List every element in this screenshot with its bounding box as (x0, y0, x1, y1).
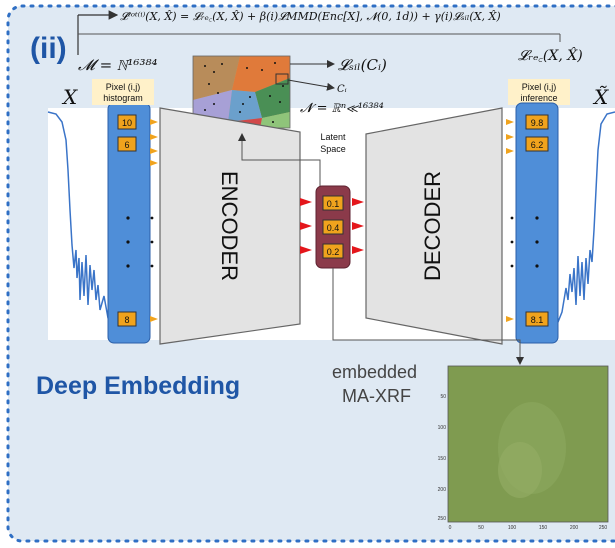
svg-text:200: 200 (570, 525, 579, 531)
manifold-label: 𝓜 = ℕ¹⁶³⁸⁴ (78, 56, 158, 74)
output-value-3: 8.1 (525, 311, 549, 327)
latent-value-2: 0.4 (322, 219, 344, 235)
svg-text:150: 150 (438, 456, 447, 462)
input-header-line2: histogram (103, 93, 143, 103)
input-value-2: 6 (117, 136, 137, 152)
embedded-axis-y-ticks: 50 100 150 200 250 (438, 394, 447, 522)
input-ellipsis (126, 216, 154, 268)
output-value-2: 6.2 (525, 136, 549, 152)
output-header-box (508, 79, 570, 105)
embedding-arrow (332, 268, 524, 365)
ci-arrow (287, 79, 335, 91)
input-orange-arrows (150, 119, 158, 322)
latent-label-line2: Space (320, 144, 346, 154)
svg-text:200: 200 (438, 487, 447, 493)
latent-value-3: 0.2 (322, 243, 344, 259)
embedded-axis-x-ticks: 0 50 100 150 200 250 (449, 525, 608, 531)
input-value-1: 10 (117, 114, 137, 130)
svg-text:8: 8 (124, 315, 129, 325)
latent-label-line1: Latent (320, 132, 346, 142)
embedded-ma-xrf-image (447, 365, 609, 523)
output-ellipsis (510, 216, 539, 268)
output-value-1: 9.8 (525, 114, 549, 130)
svg-text:9.8: 9.8 (531, 118, 544, 128)
svg-text:6: 6 (124, 140, 129, 150)
svg-text:100: 100 (438, 425, 447, 431)
deep-embedding-title: Deep Embedding (36, 372, 240, 400)
svg-text:150: 150 (539, 525, 548, 531)
output-column (515, 102, 559, 344)
svg-text:250: 250 (438, 516, 447, 522)
lsil-label: 𝓛ₛᵢₗ(Cᵢ) (338, 56, 387, 74)
svg-text:0.4: 0.4 (327, 223, 340, 233)
loss-formula: 𝓛ᵗᵒᵗ⁽ⁱ⁾(X, X̂) = 𝓛ᵣₑ꜀(X, X̂) + β(i)𝓛MMD(… (120, 10, 501, 23)
output-orange-arrows (506, 119, 514, 322)
latent-feedback-line (238, 133, 321, 188)
output-header-line1: Pixel (i,j) (522, 82, 557, 92)
cluster-highlight (275, 73, 289, 85)
input-header-line1: Pixel (i,j) (106, 82, 141, 92)
svg-text:250: 250 (599, 525, 608, 531)
svg-text:8.1: 8.1 (531, 315, 544, 325)
svg-text:0: 0 (449, 525, 452, 531)
encoder-label: ENCODER (217, 171, 242, 281)
input-x-label: X (61, 85, 78, 109)
ci-label: Cᵢ (337, 84, 347, 95)
svg-text:10: 10 (122, 118, 132, 128)
output-spectrum (551, 111, 615, 331)
svg-text:50: 50 (478, 525, 484, 531)
svg-text:50: 50 (440, 394, 446, 400)
output-xhat-label: X̃ (592, 85, 609, 109)
svg-text:100: 100 (508, 525, 517, 531)
input-header-box (92, 79, 154, 105)
latent-manifold-label: 𝓝 = ℝⁿ≪¹⁶³⁸⁴ (300, 101, 384, 116)
decoder-block (365, 107, 503, 345)
panel-label: (ii) (30, 32, 67, 65)
svg-text:6.2: 6.2 (531, 140, 544, 150)
lrec-label: 𝓛ᵣₑ꜀(X, X̂) (518, 46, 583, 64)
embedded-label-line2: MA-XRF (342, 386, 411, 406)
svg-text:0.2: 0.2 (327, 247, 340, 257)
svg-text:0.1: 0.1 (327, 199, 340, 209)
decoder-red-arrows (352, 198, 364, 254)
encoder-block (159, 107, 301, 345)
input-value-3: 8 (117, 311, 137, 327)
embedded-label-line1: embedded (332, 362, 417, 382)
input-spectrum (47, 111, 119, 331)
latent-value-1: 0.1 (322, 195, 344, 211)
encoder-red-arrows (300, 198, 312, 254)
output-header-line2: inference (520, 93, 557, 103)
decoder-label: DECODER (420, 171, 445, 281)
